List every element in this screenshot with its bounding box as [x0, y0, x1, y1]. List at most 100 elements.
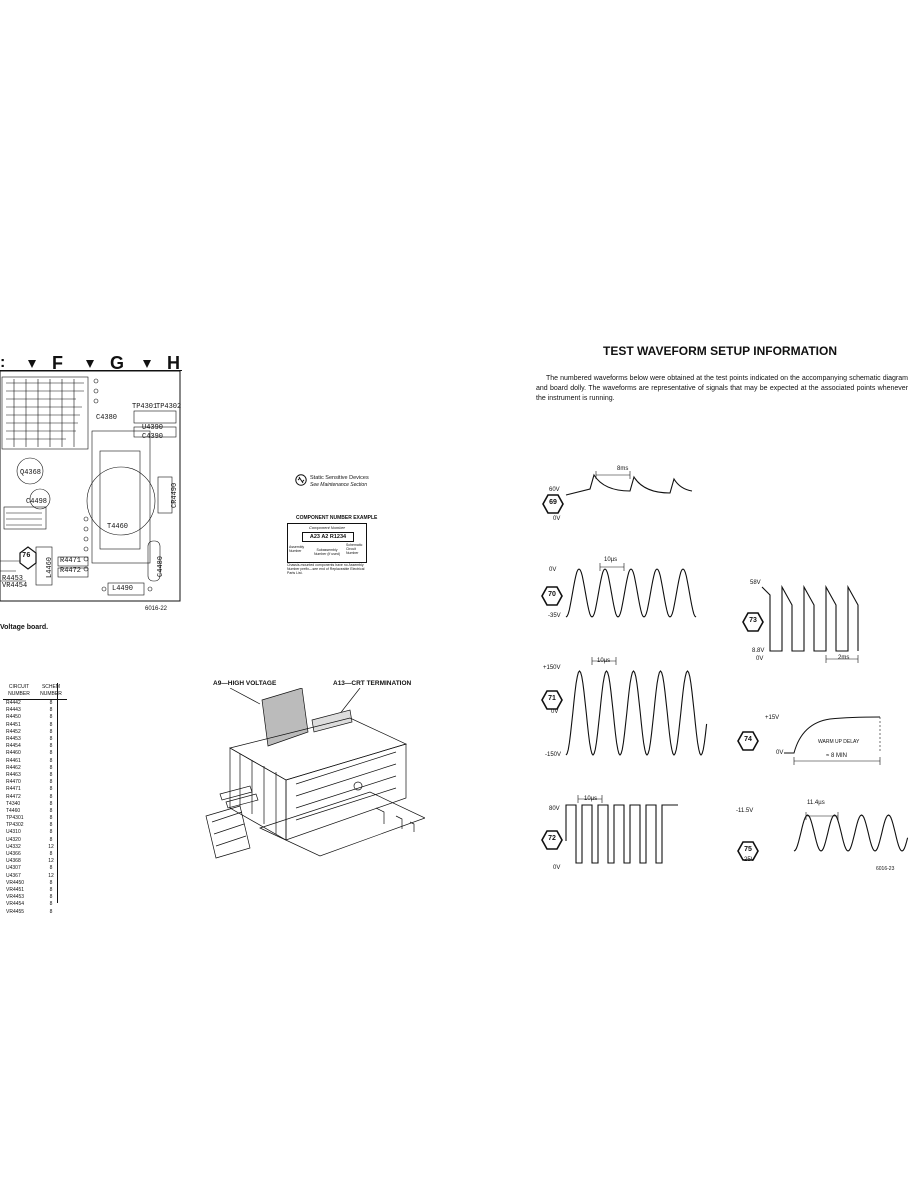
waveform-71-time-label: 10µs [597, 658, 611, 664]
parts-schem-cell: 8 [49, 807, 53, 814]
parts-circuit-cell: R4442 [6, 700, 21, 707]
table-row: TP4301 8 [3, 815, 67, 822]
parts-schem-cell: 8 [49, 714, 53, 721]
parts-schem-cell: 8 [49, 707, 53, 714]
parts-circuit-cell: R4453 [6, 736, 21, 743]
parts-schem-cell: 8 [49, 757, 53, 764]
parts-circuit-cell: VR4451 [6, 886, 25, 893]
test-point-number: 71 [548, 695, 556, 702]
label-vr4454: VR4454 [2, 582, 28, 590]
test-point-number: 72 [548, 835, 556, 842]
waveform-69-time-label: 8ms [617, 466, 629, 472]
test-point-74-icon: 74 [737, 730, 759, 752]
waveform-71-bottom-label: -150V [545, 752, 562, 758]
label-c4498: C4498 [26, 498, 48, 506]
parts-schem-cell: 8 [49, 815, 53, 822]
exploded-assembly-drawing [205, 688, 425, 859]
waveform-74-bottom-label: 0V [776, 750, 784, 756]
parts-circuit-cell: R4452 [6, 728, 21, 735]
component-example-box: Component Number A23 A2 R1234 Assembly N… [287, 523, 367, 563]
component-example-note: Chassis-mounted components have no Assem… [287, 563, 365, 575]
waveform-70-time-label: 10µs [604, 557, 618, 563]
board-caption: Voltage board. [0, 624, 49, 631]
grid-column-partial: : [0, 354, 6, 371]
parts-circuit-cell: R4461 [6, 757, 21, 764]
parts-schem-cell: 8 [49, 879, 53, 886]
label-tp4301: TP4301 [132, 403, 158, 411]
table-row: U4366 8 [3, 851, 67, 858]
waveform-70-timing [599, 563, 625, 571]
grid-column-h: H [167, 353, 180, 373]
test-point-76-label: 76 [22, 552, 31, 560]
label-cr4490: CR4490 [171, 482, 179, 508]
voltage-board-drawing [0, 371, 181, 602]
waveform-74-time-label: ≈ 8 MIN [826, 753, 847, 759]
parts-header-circuit: CIRCUIT NUMBER [3, 683, 35, 700]
waveform-72-top-label: 80V [549, 806, 560, 812]
parts-schem-cell: 12 [48, 872, 54, 879]
component-number-label: Component Number [308, 525, 346, 530]
parts-schem-cell: 8 [49, 779, 53, 786]
parts-schem-cell: 8 [49, 700, 53, 707]
label-r4472: R4472 [60, 567, 82, 575]
waveform-69-trace [565, 473, 693, 496]
parts-circuit-cell: R4472 [6, 793, 21, 800]
waveform-69-timing [595, 471, 631, 479]
waveform-figure-id: 6016-23 [876, 866, 895, 872]
page-title: TEST WAVEFORM SETUP INFORMATION [603, 344, 837, 358]
board-figure-id: 6016-22 [145, 606, 168, 612]
test-point-number: 75 [744, 846, 752, 853]
subassembly-number-label: Subassembly Number (if used) [313, 548, 341, 556]
waveform-75-timing [805, 812, 839, 820]
parts-circuit-cell: U4332 [6, 843, 21, 850]
component-example-number: A23 A2 R1234 [302, 532, 354, 542]
test-point-number: 69 [549, 499, 557, 506]
parts-circuit-cell: VR4454 [6, 901, 25, 908]
parts-schem-cell: 8 [49, 771, 53, 778]
label-l4460: L4460 [46, 556, 54, 578]
parts-circuit-cell: U4307 [6, 865, 21, 872]
parts-schem-cell: 8 [49, 786, 53, 793]
parts-circuit-cell: T4460 [6, 807, 21, 814]
waveform-70-trace [565, 568, 697, 618]
parts-circuit-cell: R4470 [6, 779, 21, 786]
waveform-73-time-label: 2ms [838, 655, 850, 661]
parts-circuit-cell: TP4301 [6, 815, 24, 822]
table-row: R4442 8 [3, 700, 67, 708]
table-row: U4307 8 [3, 865, 67, 872]
waveform-74-annotation: WARM UP DELAY [818, 739, 860, 745]
parts-schem-cell: 8 [49, 908, 53, 915]
waveform-74-top-label: +15V [765, 715, 780, 721]
label-t4460: T4460 [107, 523, 129, 531]
waveform-71-mid-label: 0V [551, 709, 559, 715]
waveform-72-time-label: 10µs [584, 796, 598, 802]
parts-schem-cell: 8 [49, 836, 53, 843]
parts-circuit-cell: U4366 [6, 851, 21, 858]
parts-circuit-cell: U4368 [6, 858, 21, 865]
waveform-73-trace [761, 584, 859, 652]
component-example-heading: COMPONENT NUMBER EXAMPLE [296, 515, 378, 521]
parts-circuit-cell: R4454 [6, 743, 21, 750]
waveform-75-trace [793, 814, 909, 852]
table-row: R4453 8 [3, 736, 67, 743]
waveform-72-bottom-label: 0V [553, 865, 561, 871]
parts-schem-cell: 8 [49, 793, 53, 800]
parts-schem-cell: 8 [49, 894, 53, 901]
label-tp4302: TP4302 [156, 403, 182, 411]
parts-schem-cell: 8 [49, 736, 53, 743]
table-row: R4472 8 [3, 793, 67, 800]
parts-schem-cell: 8 [49, 851, 53, 858]
test-point-72-icon: 72 [541, 829, 563, 851]
waveform-73-bottom-label-2: 0V [756, 656, 764, 662]
parts-schem-cell: 8 [49, 865, 53, 872]
